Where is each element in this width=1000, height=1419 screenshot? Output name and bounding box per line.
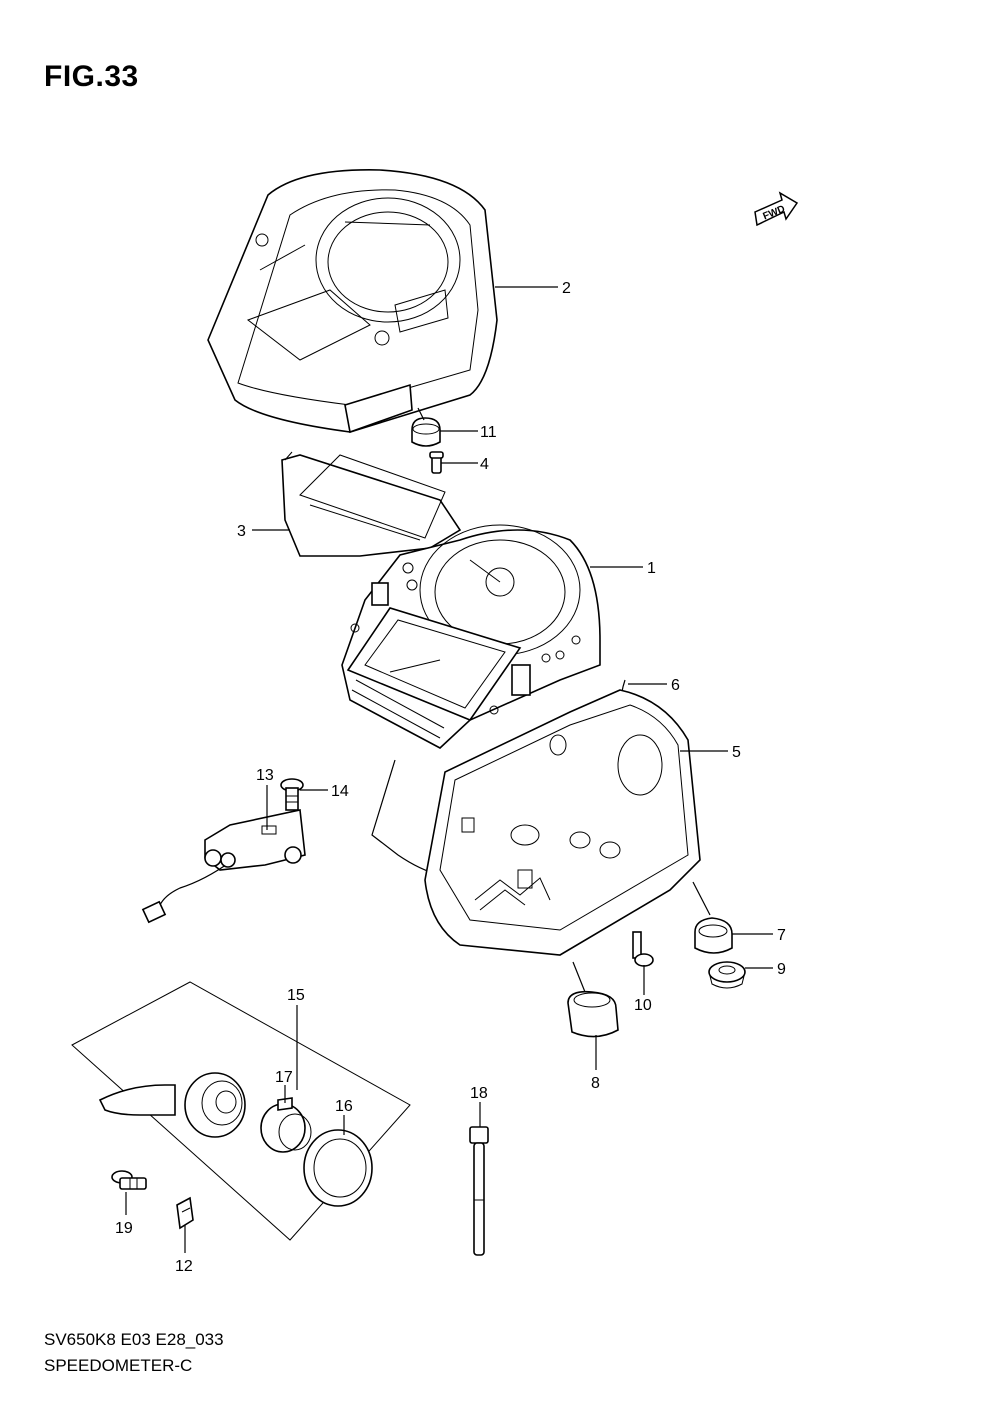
callout-18: 18 bbox=[470, 1085, 488, 1102]
meter-assembly-part bbox=[341, 524, 601, 749]
fwd-label: FWD bbox=[761, 204, 786, 223]
bolt-part-19 bbox=[111, 1170, 147, 1190]
seal-part-16 bbox=[303, 1129, 373, 1207]
callout-3: 3 bbox=[237, 523, 246, 540]
callout-12: 12 bbox=[175, 1258, 193, 1275]
callout-2: 2 bbox=[562, 280, 571, 297]
callout-10: 10 bbox=[634, 997, 652, 1014]
leader-lines bbox=[125, 286, 773, 1253]
washer-part-9 bbox=[708, 961, 746, 989]
bolt-part-14 bbox=[280, 778, 304, 811]
figure-name: SPEEDOMETER-C bbox=[44, 1356, 193, 1375]
callout-4: 4 bbox=[480, 456, 489, 473]
callout-19: 19 bbox=[115, 1220, 133, 1237]
meter-cover-part bbox=[207, 169, 498, 434]
callout-6: 6 bbox=[671, 677, 680, 694]
figure-title: FIG.33 bbox=[44, 60, 139, 93]
screw-part-10 bbox=[632, 931, 654, 967]
callout-8: 8 bbox=[591, 1075, 600, 1092]
cable-tie-part-18 bbox=[469, 1126, 489, 1256]
sensor-bracket-part bbox=[141, 809, 306, 924]
socket-part-17 bbox=[260, 1097, 312, 1153]
callout-13: 13 bbox=[256, 767, 274, 784]
callout-16: 16 bbox=[335, 1098, 353, 1115]
cushion-part-7 bbox=[694, 917, 733, 954]
cushion-part-8 bbox=[567, 990, 619, 1038]
callout-1: 1 bbox=[647, 560, 656, 577]
fwd-arrow-icon: FWD bbox=[754, 191, 799, 227]
callout-9: 9 bbox=[777, 961, 786, 978]
callout-5: 5 bbox=[732, 744, 741, 761]
model-code: SV650K8 E03 E28_033 bbox=[44, 1330, 224, 1349]
grommet-part-11 bbox=[411, 417, 441, 447]
callout-11: 11 bbox=[480, 424, 497, 441]
bulb-kit-part-15 bbox=[71, 981, 411, 1241]
collar-part-4 bbox=[429, 451, 444, 474]
meter-lower-case-part bbox=[424, 689, 701, 956]
clip-part-12 bbox=[176, 1196, 194, 1230]
callout-14: 14 bbox=[331, 783, 349, 800]
callout-15: 15 bbox=[287, 987, 305, 1004]
callout-labels: 2 11 4 3 1 6 5 13 14 7 9 10 8 15 17 16 1… bbox=[115, 280, 786, 1275]
callout-7: 7 bbox=[777, 927, 786, 944]
callout-17: 17 bbox=[275, 1069, 293, 1086]
